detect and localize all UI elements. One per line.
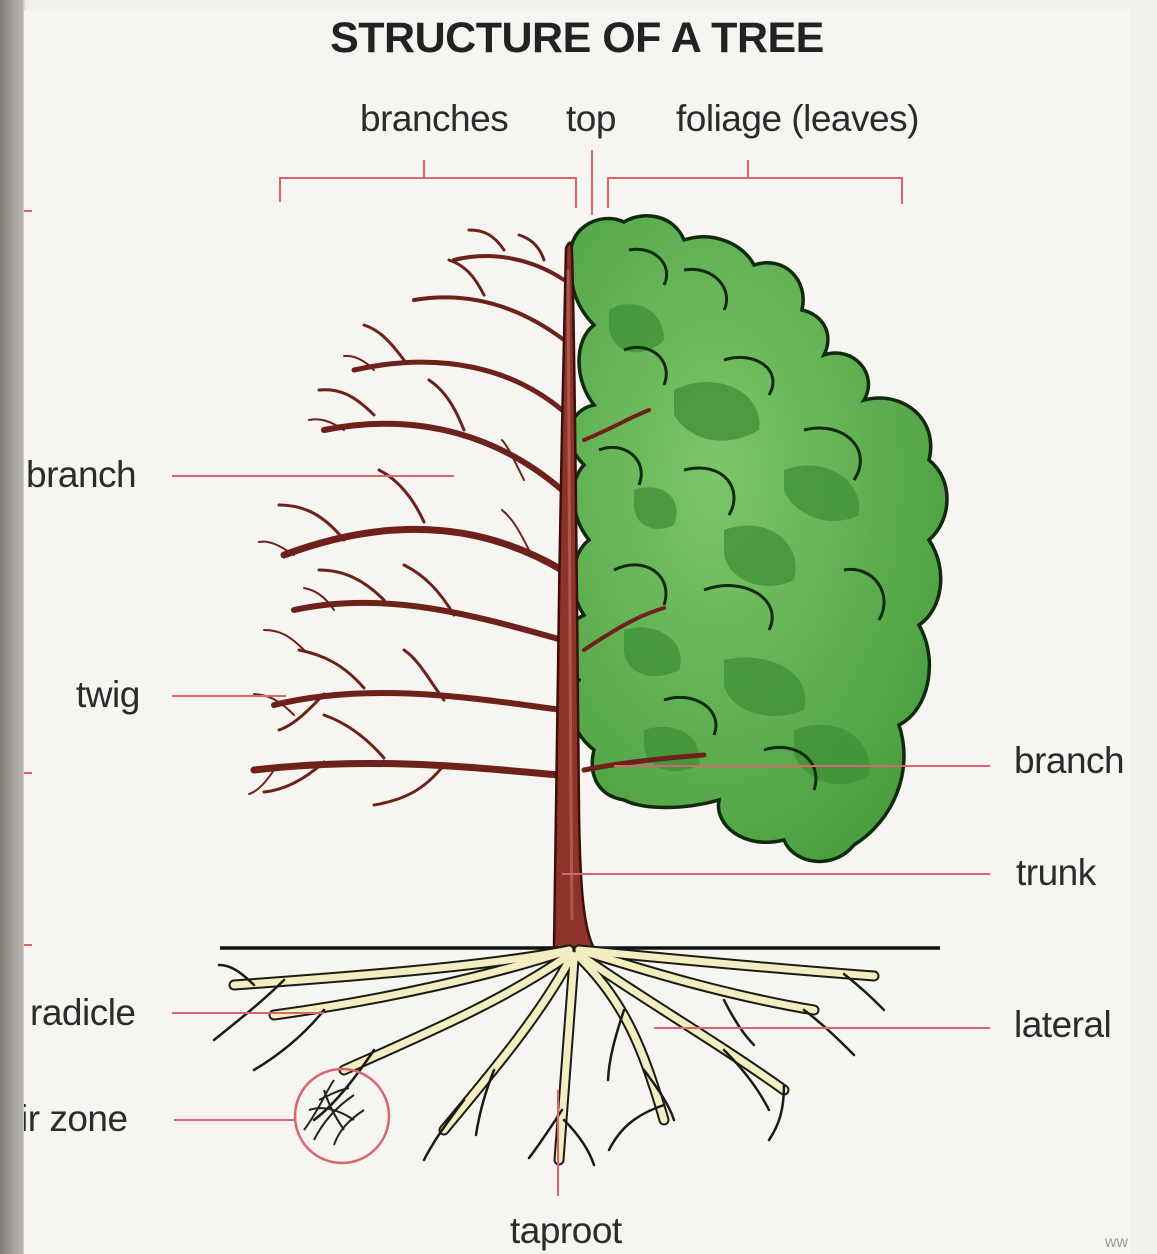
branches-bracket — [280, 178, 576, 208]
diagram-canvas: STRUCTURE OF A TREE — [24, 10, 1130, 1254]
watermark: ww — [1105, 1234, 1128, 1252]
edge-ticks — [24, 211, 32, 945]
label-foliage: foliage (leaves) — [676, 98, 919, 140]
top-brackets — [280, 150, 902, 215]
foliage-bracket — [608, 178, 902, 208]
label-root-hair-zone: ir zone — [24, 1098, 128, 1140]
label-trunk: trunk — [1016, 852, 1096, 894]
label-radicle: radicle — [30, 992, 136, 1034]
label-branches: branches — [360, 98, 508, 140]
label-top: top — [566, 98, 616, 140]
tree-diagram — [24, 10, 1130, 1254]
label-twig: twig — [76, 674, 140, 716]
label-taproot: taproot — [510, 1210, 622, 1252]
root-hair-zone-circle — [295, 1069, 389, 1163]
roots — [214, 950, 884, 1165]
label-branch-right: branch — [1014, 740, 1124, 782]
label-lateral: lateral — [1014, 1004, 1111, 1046]
label-branch-left: branch — [26, 454, 136, 496]
